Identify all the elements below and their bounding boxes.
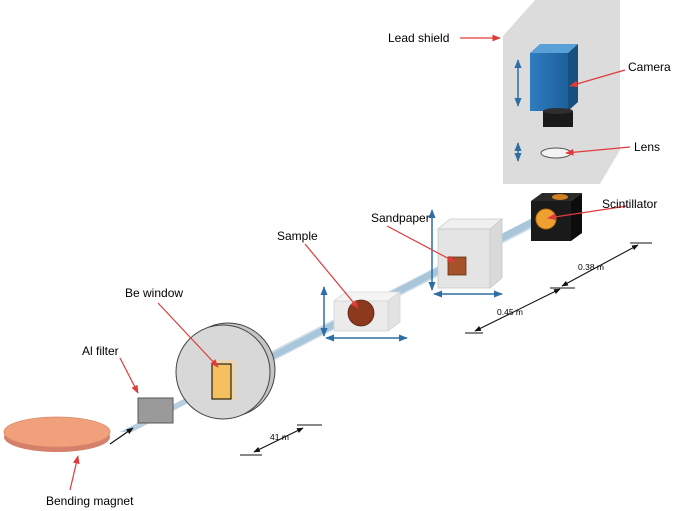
camera-lens-barrel bbox=[543, 111, 573, 127]
scintillator bbox=[531, 193, 582, 241]
distance-045m: 0.45 m bbox=[497, 307, 523, 317]
be-window-disc bbox=[175, 322, 276, 420]
al-filter-label: Al filter bbox=[82, 344, 119, 358]
sample-box bbox=[332, 291, 402, 332]
be-window-label: Be window bbox=[125, 286, 183, 300]
dimension-lines bbox=[240, 242, 652, 456]
sample-label: Sample bbox=[277, 229, 318, 243]
distance-41m: 41 m bbox=[270, 432, 289, 442]
camera-label: Camera bbox=[628, 60, 671, 74]
scintillator-label: Scintillator bbox=[602, 197, 657, 211]
camera bbox=[530, 44, 578, 127]
bending-magnet-label: Bending magnet bbox=[46, 494, 134, 508]
bending-magnet bbox=[3, 416, 111, 452]
sandpaper-box bbox=[436, 218, 504, 289]
beam-entry-arrow bbox=[109, 427, 134, 445]
sandpaper-label: Sandpaper bbox=[371, 211, 430, 225]
distance-038m: 0.38 m bbox=[578, 262, 604, 272]
lens-label: Lens bbox=[634, 140, 660, 154]
be-window bbox=[211, 363, 232, 400]
scintillator-crystal bbox=[535, 208, 557, 230]
al-filter bbox=[137, 397, 174, 424]
lead-shield-label: Lead shield bbox=[388, 31, 449, 45]
annotation-arrows bbox=[69, 34, 631, 491]
sample-disc bbox=[347, 299, 375, 327]
